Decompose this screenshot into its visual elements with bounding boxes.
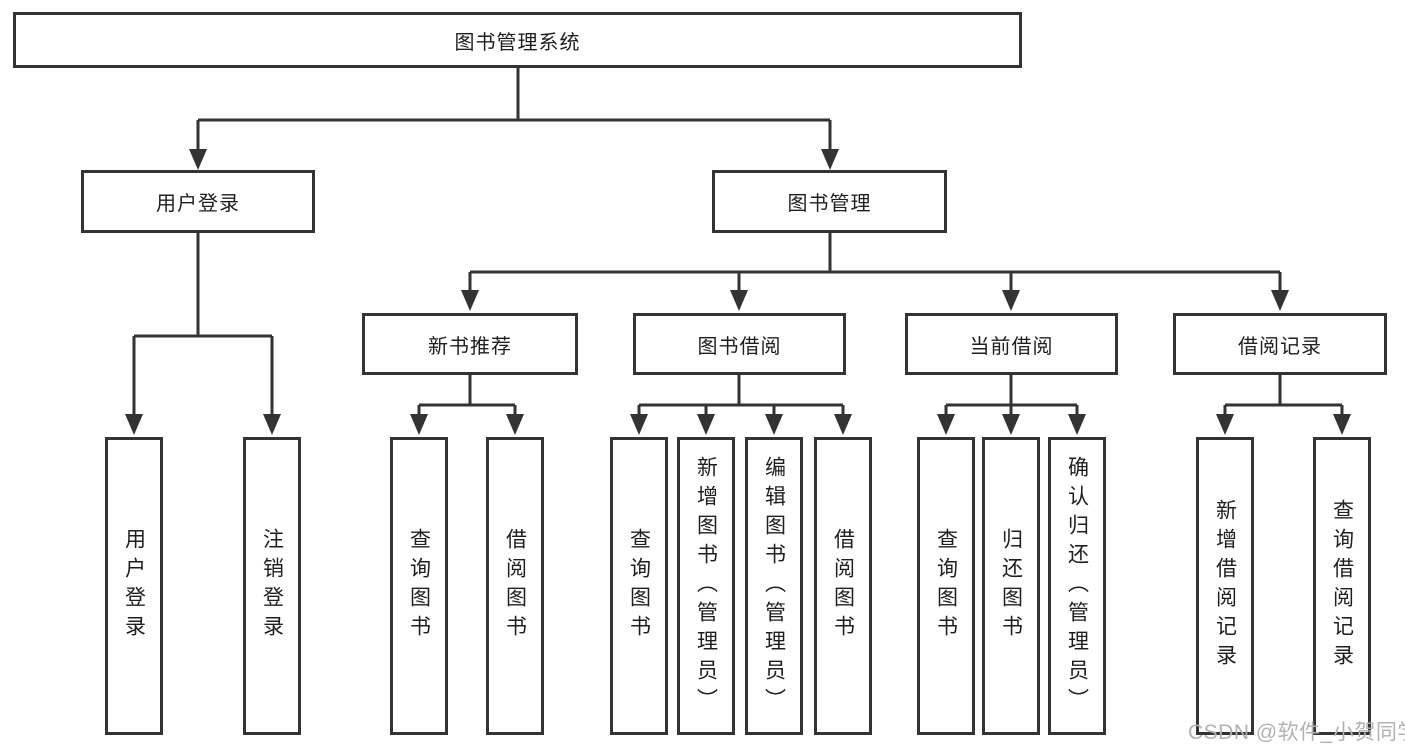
leaf-logout: 注销登录 — [243, 437, 301, 735]
node-current-borrow: 当前借阅 — [905, 313, 1118, 375]
node-user-login: 用户登录 — [81, 170, 315, 233]
leaf-query-book-borrow: 查询图书 — [610, 437, 668, 735]
leaf-add-book-admin: 新增图书（管理员） — [677, 437, 735, 735]
leaf-query-borrow-record: 查询借阅记录 — [1313, 437, 1371, 735]
leaf-borrow-book-recommend: 借阅图书 — [486, 437, 544, 735]
leaf-add-borrow-record: 新增借阅记录 — [1196, 437, 1254, 735]
csdn-watermark: CSDN @软件_小贺同学 — [1188, 721, 1405, 744]
node-root: 图书管理系统 — [13, 12, 1022, 68]
leaf-user-login: 用户登录 — [105, 437, 163, 735]
node-book-borrow: 图书借阅 — [633, 313, 846, 375]
leaf-confirm-return-admin: 确认归还（管理员） — [1048, 437, 1106, 735]
node-book-management: 图书管理 — [712, 170, 947, 233]
leaf-query-book-recommend: 查询图书 — [390, 437, 448, 735]
leaf-query-book-current: 查询图书 — [917, 437, 975, 735]
leaf-return-book: 归还图书 — [982, 437, 1040, 735]
leaf-edit-book-admin: 编辑图书（管理员） — [745, 437, 803, 735]
leaf-borrow-book: 借阅图书 — [814, 437, 872, 735]
node-new-book-recommend: 新书推荐 — [362, 313, 578, 375]
node-borrow-records: 借阅记录 — [1173, 313, 1387, 375]
